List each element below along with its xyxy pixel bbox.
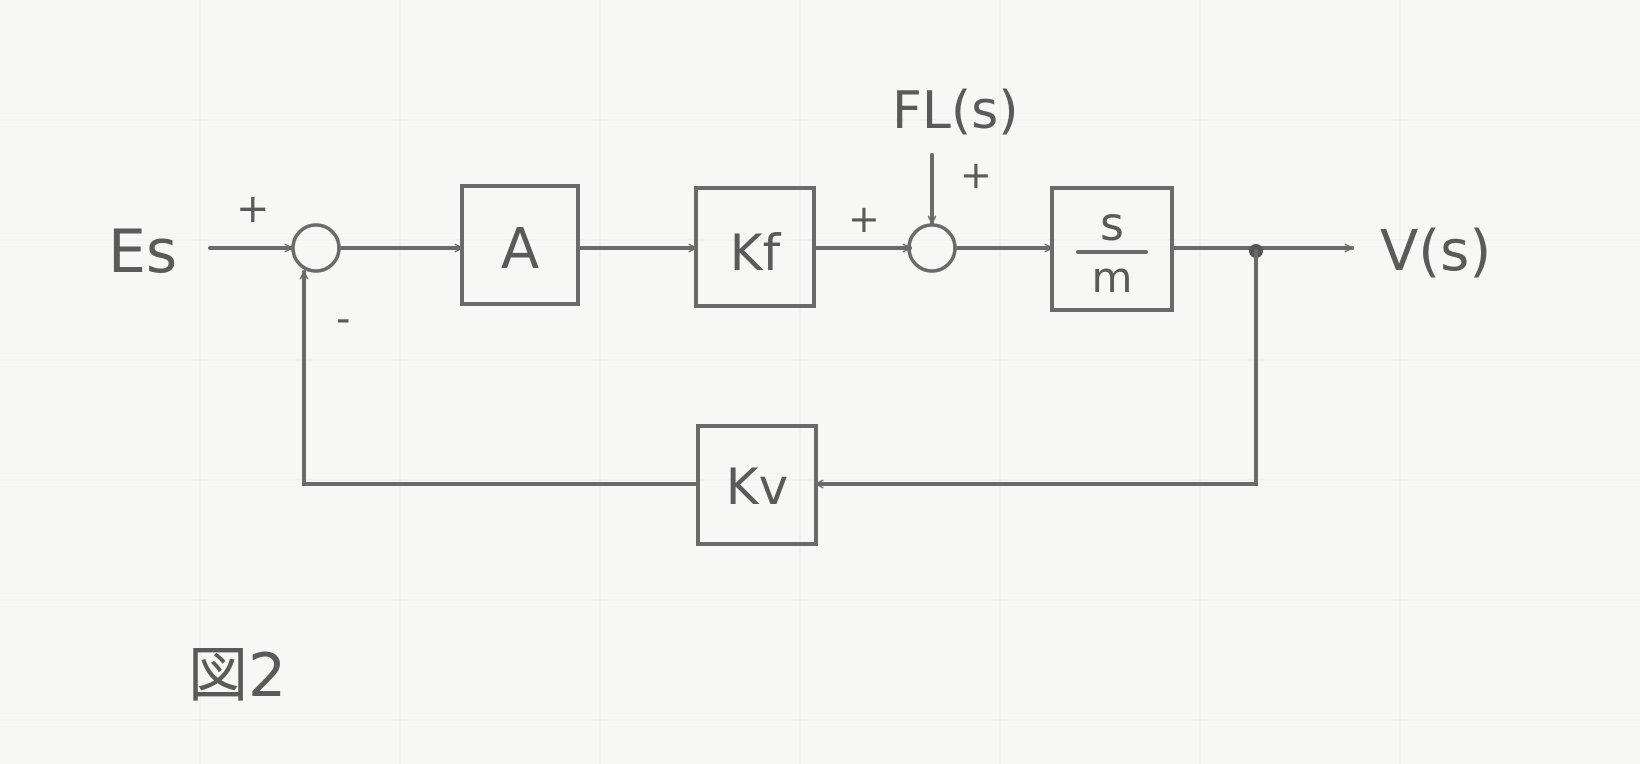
sum2-plus-sign-forward: + <box>848 197 880 241</box>
sum1-minus-sign: - <box>336 296 350 342</box>
amplifier-label: A <box>501 217 539 282</box>
force-gain-label: Kf <box>730 224 782 282</box>
amplifier-block <box>460 184 580 306</box>
figure-caption: 図2 <box>188 641 286 711</box>
plant-numerator: s <box>1100 197 1124 251</box>
sum1-plus-sign: + <box>236 186 270 232</box>
feedback-wire-left <box>299 270 700 486</box>
summing-junction-2 <box>907 223 957 273</box>
plant-denominator: m <box>1092 253 1133 302</box>
sum2-plus-sign-disturbance: + <box>960 153 992 197</box>
feedback-gain-label: Kv <box>726 458 788 516</box>
output-label: V(s) <box>1380 219 1491 284</box>
feedback-wire-right <box>814 249 1258 489</box>
input-label: Es <box>108 217 177 287</box>
disturbance-label: FL(s) <box>892 81 1019 141</box>
summing-junction-1 <box>291 223 341 273</box>
